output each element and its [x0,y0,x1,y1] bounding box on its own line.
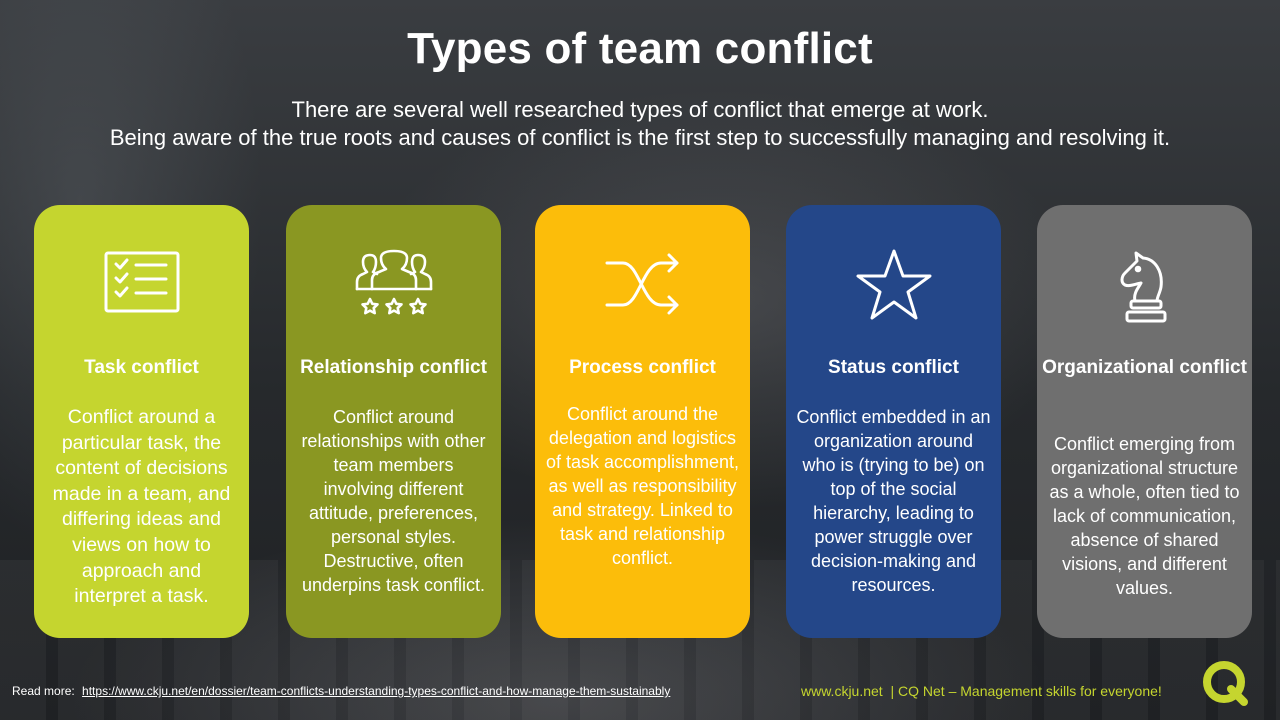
footer-branding: www.ckju.net | CQ Net – Management skill… [801,683,1162,699]
star-icon [786,249,1001,329]
chess-knight-icon [1037,249,1252,329]
subtitle-line-1: There are several well researched types … [291,97,989,122]
card-status-conflict: Status conflict Conflict embedded in an … [786,205,1001,638]
cq-logo-icon [1200,658,1250,708]
card-relationship-conflict: Relationship conflict Conflict around re… [286,205,501,638]
subtitle-line-2: Being aware of the true roots and causes… [109,125,1171,150]
card-description: Conflict embedded in an organization aro… [796,407,991,595]
card-title: Relationship conflict [300,357,487,378]
site-link[interactable]: www.ckju.net [801,683,883,699]
page-title: Types of team conflict [407,24,873,73]
card-title: Process conflict [569,357,716,378]
card-task-conflict: Task conflict Conflict around a particul… [34,205,249,638]
checklist-icon [34,249,249,329]
card-title: Task conflict [84,357,199,378]
people-stars-icon [286,249,501,329]
card-process-conflict: Process conflict Conflict around the del… [535,205,750,638]
shuffle-arrows-icon [535,249,750,329]
card-description: Conflict around relationships with other… [301,407,486,595]
card-title: Status conflict [828,357,959,378]
read-more: Read more: https://www.ckju.net/en/dossi… [12,684,670,698]
card-title: Organizational conflict [1042,357,1247,378]
card-description: Conflict around the delegation and logis… [545,404,740,568]
card-description: Conflict emerging from organizational st… [1049,434,1240,598]
card-organizational-conflict: Organizational conflict Conflict emergin… [1037,205,1252,638]
read-more-link[interactable]: https://www.ckju.net/en/dossier/team-con… [82,684,671,698]
page-subtitle: There are several well researched types … [0,96,1280,152]
read-more-label: Read more: [12,684,75,698]
card-description: Conflict around a particular task, the c… [52,406,231,608]
tagline: | CQ Net – Management skills for everyon… [890,683,1162,699]
